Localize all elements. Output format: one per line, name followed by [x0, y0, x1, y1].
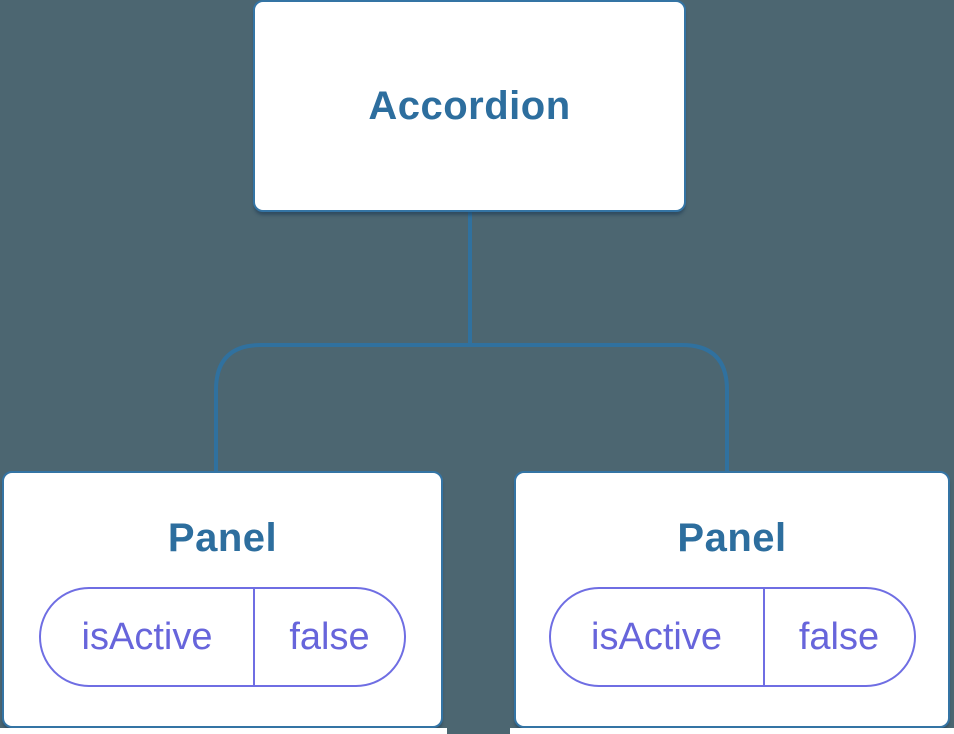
- tree-node-panel-left: Panel isActive false: [2, 471, 443, 728]
- node-label: Panel: [167, 516, 278, 560]
- state-pill: isActive false: [548, 587, 916, 687]
- tree-node-panel-right: Panel isActive false: [514, 471, 950, 728]
- node-label: Accordion: [368, 84, 571, 128]
- connector-branch: [214, 343, 729, 471]
- state-pill: isActive false: [39, 587, 406, 687]
- node-label: Panel: [677, 516, 787, 560]
- state-value: false: [289, 616, 370, 658]
- page-edge-strip-left: [0, 728, 447, 734]
- state-key: isActive: [551, 589, 765, 685]
- state-value: false: [798, 616, 880, 658]
- state-key: isActive: [41, 589, 255, 685]
- page-edge-strip-right: [510, 728, 954, 734]
- tree-node-accordion: Accordion: [253, 0, 686, 212]
